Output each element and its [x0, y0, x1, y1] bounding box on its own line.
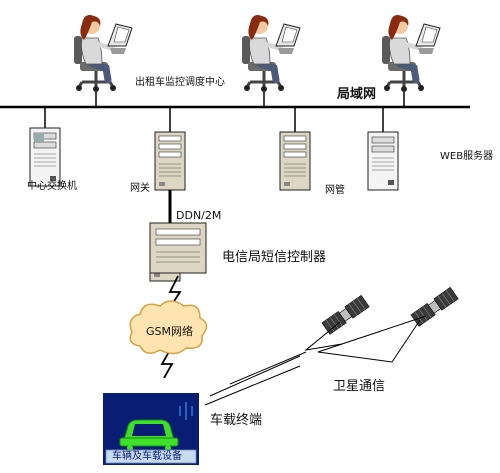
satellite-icon — [410, 287, 459, 327]
operator-icon — [382, 15, 440, 92]
web-server-label: WEB服务器 — [440, 151, 494, 162]
web-server-icon — [367, 131, 399, 191]
satellite-icon — [321, 295, 370, 335]
sms-controller-label: 电信局短信控制器 — [222, 250, 327, 265]
gateway2-server-icon — [279, 131, 311, 191]
gateway2-label: 网管 — [325, 185, 345, 196]
satellite-label: 卫星通信 — [333, 379, 386, 394]
cloud-icon — [129, 300, 208, 355]
lightning-icon — [160, 349, 174, 379]
gsm-network-label: GSM网络 — [146, 325, 193, 338]
central-switch-server-icon — [29, 127, 61, 187]
dispatch-center-label: 出租车监控调度中心 — [135, 77, 225, 88]
car-icon — [119, 419, 179, 451]
gateway-label: 网关 — [130, 183, 150, 194]
ddn-label: DDN/2M — [176, 209, 222, 222]
central-switch-label: 中心交换机 — [27, 181, 77, 192]
lan-label: 局域网 — [337, 87, 377, 102]
operator-icon — [74, 15, 132, 92]
vehicle-device-label: 车辆及车载设备 — [112, 451, 182, 462]
operator-icon — [242, 15, 300, 92]
gateway-server-icon — [154, 131, 186, 191]
vehicle-terminal-label: 车载终端 — [210, 413, 263, 428]
lightning-icon — [168, 275, 182, 307]
